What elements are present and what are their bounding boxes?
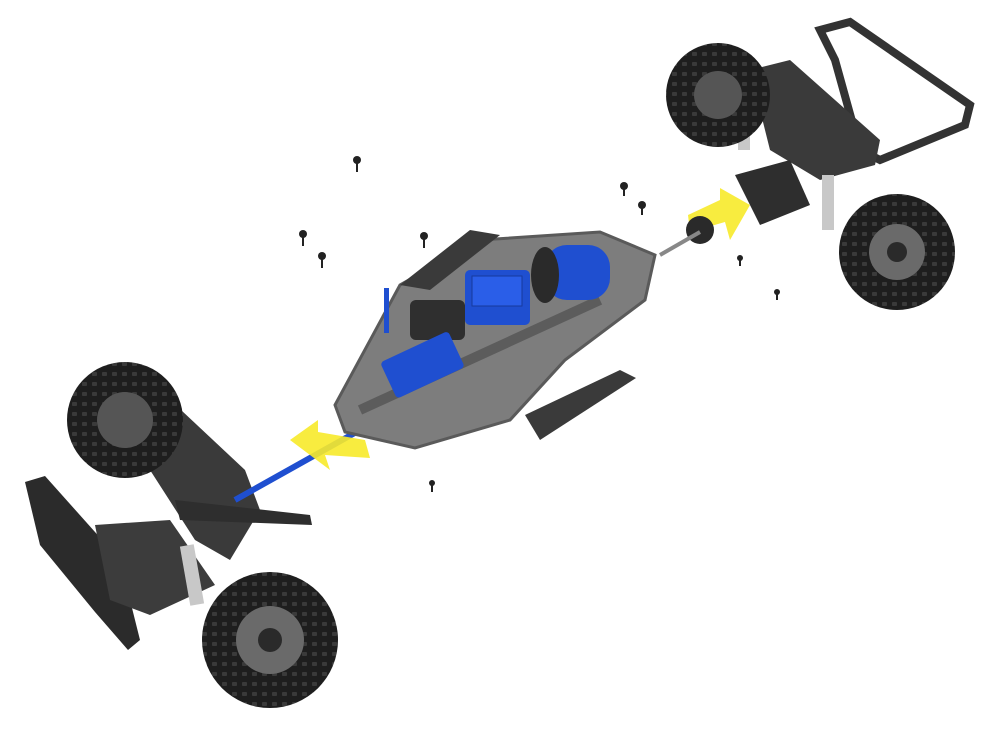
screws bbox=[299, 156, 780, 492]
front-right-hub bbox=[258, 628, 282, 652]
screw-icon bbox=[299, 230, 307, 246]
electric-motor bbox=[545, 245, 610, 300]
screw-icon bbox=[638, 201, 646, 215]
motor-endbell bbox=[531, 247, 559, 303]
battery-strap bbox=[525, 370, 636, 440]
front-skid-plate bbox=[95, 520, 215, 615]
screw-icon bbox=[620, 182, 628, 196]
screw-icon bbox=[774, 289, 780, 300]
front-arm bbox=[175, 500, 312, 525]
rear-gearbox bbox=[735, 160, 810, 225]
rear-cage bbox=[814, 17, 975, 165]
screw-icon bbox=[737, 255, 743, 266]
screw-icon bbox=[429, 480, 435, 492]
arrow-left-icon bbox=[290, 420, 370, 470]
esc-heatsink bbox=[471, 275, 523, 307]
front-bumper bbox=[25, 476, 140, 650]
steering-servo bbox=[381, 332, 464, 398]
antenna-tube bbox=[384, 288, 389, 333]
receiver-box bbox=[410, 300, 465, 340]
rear-left-rim bbox=[694, 71, 742, 119]
screw-icon bbox=[353, 156, 361, 172]
screw-icon bbox=[318, 252, 326, 268]
screw-icon bbox=[420, 232, 428, 248]
rear-right-hub bbox=[887, 242, 907, 262]
front-left-rim bbox=[97, 392, 153, 448]
rear-chassis-plate bbox=[750, 60, 880, 180]
rear-shock-2 bbox=[822, 175, 834, 230]
battery-hold-down bbox=[400, 230, 500, 290]
front-shock bbox=[179, 544, 205, 606]
input-shaft bbox=[659, 230, 701, 257]
